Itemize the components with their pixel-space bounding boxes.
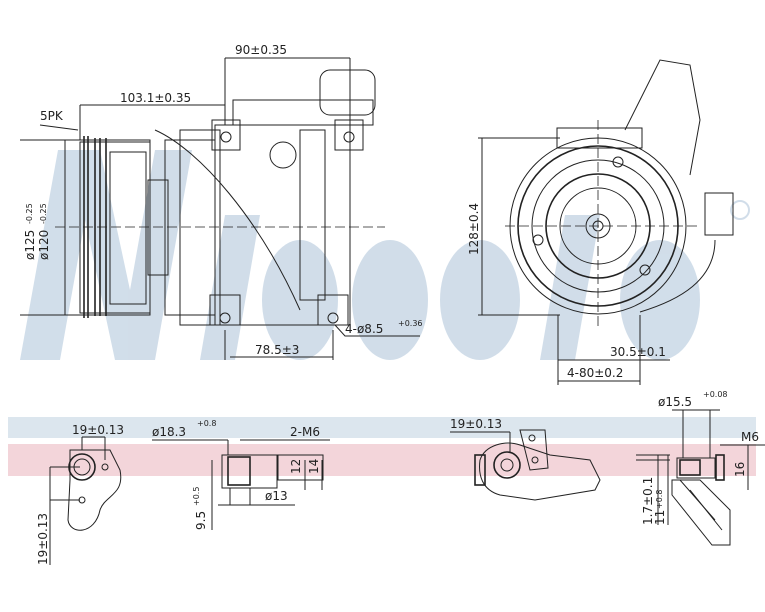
- detail-2-depth: 9.5: [194, 511, 208, 530]
- detail-4-b: 11: [653, 510, 667, 525]
- detail-1-flange: [49, 436, 122, 565]
- detail-4-thread: M6: [741, 430, 759, 444]
- detail-2-diam-tol: +0.8: [197, 419, 216, 428]
- detail-2-diam: ø18.3: [152, 425, 186, 439]
- detail-2-a: 12: [289, 459, 303, 474]
- detail-4-a: 1.7±0.1: [641, 477, 655, 525]
- detail-4-diam: ø15.5: [658, 395, 692, 409]
- pulley-type-label: 5PK: [40, 109, 64, 123]
- dim-diam-120: ø120: [37, 230, 51, 260]
- pink-band: [8, 444, 756, 476]
- detail-2-bore: ø13: [265, 489, 288, 503]
- detail-2-thread: 2-M6: [290, 425, 320, 439]
- detail-4-b-tol: +0.8: [655, 490, 664, 509]
- dim-holes: 4-ø8.5: [345, 322, 383, 336]
- dim-78-5: 78.5±3: [255, 343, 299, 357]
- side-view: [20, 57, 420, 360]
- detail-1-width: 19±0.13: [72, 423, 124, 437]
- dim-4-80: 4-80±0.2: [567, 366, 623, 380]
- dim-diam-125: ø125: [23, 230, 37, 260]
- detail-4-len: 16: [733, 462, 747, 477]
- detail-3-flange: [450, 429, 601, 501]
- dim-90: 90±0.35: [235, 43, 287, 57]
- dim-holes-tol: +0.36: [398, 319, 423, 328]
- dim-103: 103.1±0.35: [120, 91, 191, 105]
- dim-128: 128±0.4: [467, 203, 481, 255]
- detail-4-diam-tol: +0.08: [703, 390, 728, 399]
- detail-3-width: 19±0.13: [450, 417, 502, 431]
- dim-diam-120-tol: -0.25: [39, 203, 48, 224]
- detail-2-b: 14: [307, 459, 321, 474]
- detail-4-fitting: [636, 409, 765, 546]
- dim-30-5: 30.5±0.1: [610, 345, 666, 359]
- blue-band: [8, 417, 756, 438]
- detail-1-height: 19±0.13: [36, 513, 50, 565]
- front-view: [478, 59, 734, 385]
- detail-2-depth-tol: +0.5: [192, 487, 201, 506]
- detail-2-fitting: [152, 439, 330, 530]
- dim-diam-125-tol: -0.25: [25, 203, 34, 224]
